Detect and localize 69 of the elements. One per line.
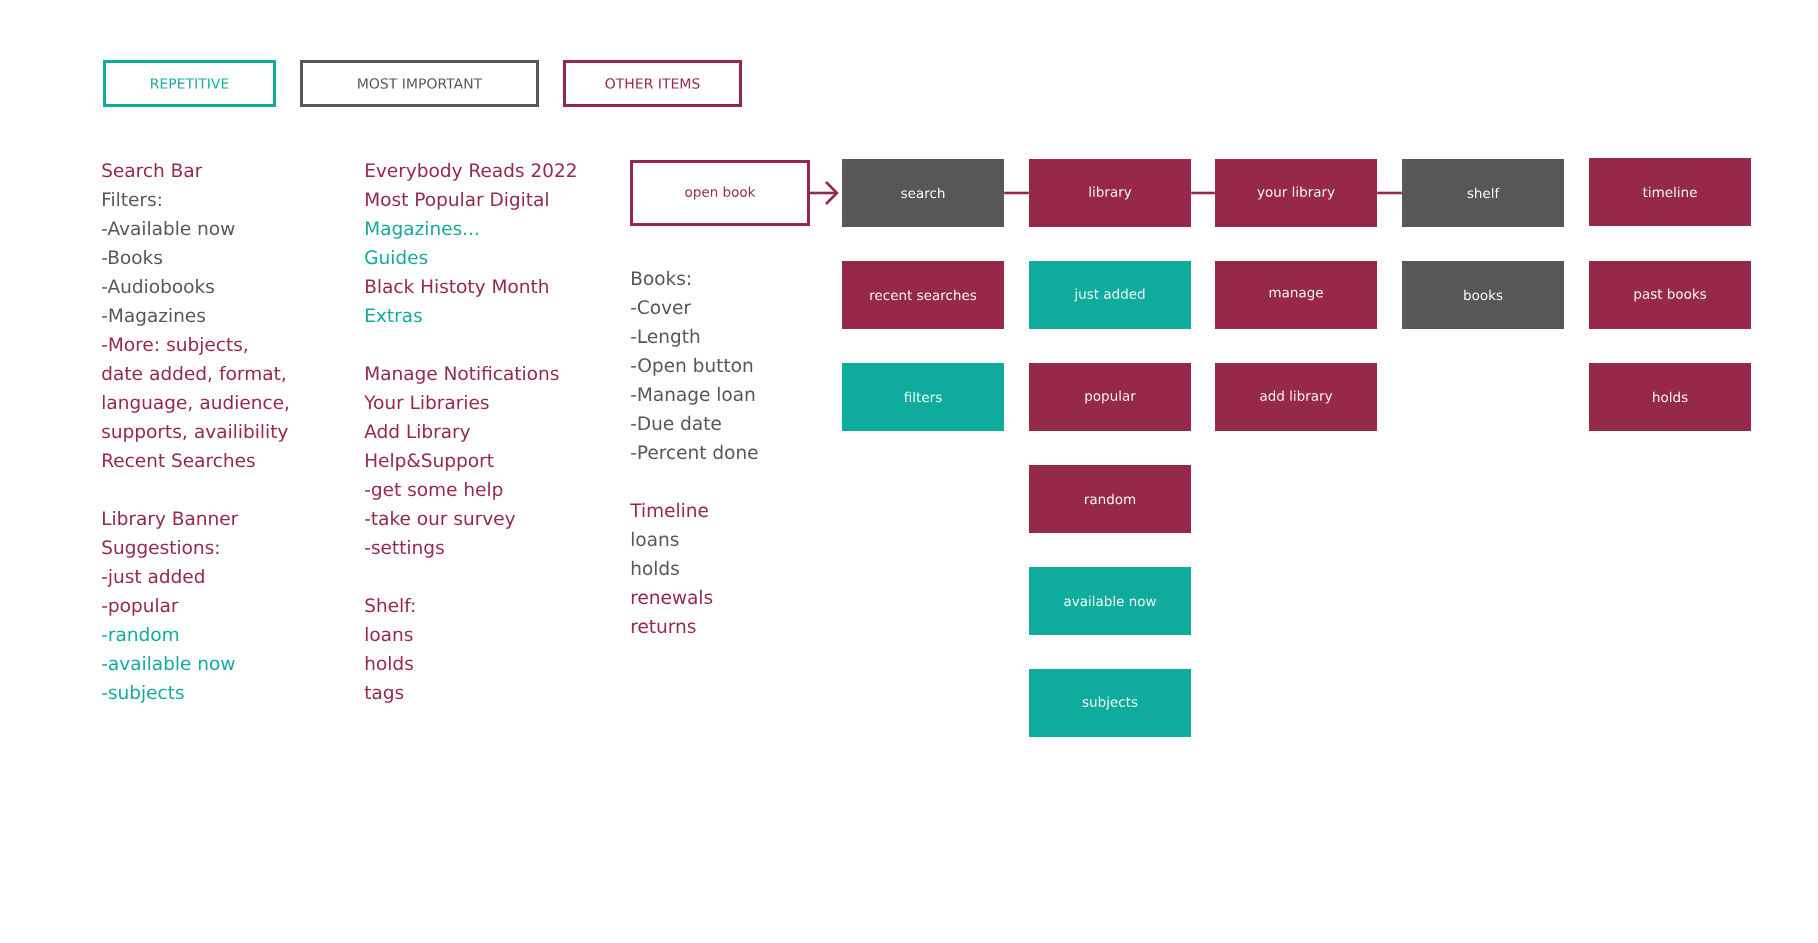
connector-line xyxy=(1004,191,1029,195)
menu-box: available now xyxy=(1029,567,1191,635)
legend-key: REPETITIVE xyxy=(103,60,276,107)
list-text: -popular xyxy=(102,597,179,616)
menu-box: subjects xyxy=(1029,669,1191,737)
legend-key: MOST IMPORTANT xyxy=(300,60,539,107)
list-text: Extras xyxy=(366,308,422,323)
list-text: Magazines... xyxy=(366,220,478,239)
list-text: -take our survey xyxy=(365,510,515,529)
list-text: -Available now xyxy=(102,220,235,236)
connector-line xyxy=(1191,191,1215,195)
menu-box: manage xyxy=(1215,261,1377,329)
list-text: -random xyxy=(102,626,179,642)
menu-box: library xyxy=(1029,159,1191,227)
list-text: -just added xyxy=(102,568,204,587)
list-text: -Audiobooks xyxy=(102,278,214,294)
list-text: Your Libraries xyxy=(364,394,489,410)
list-text: -Cover xyxy=(631,300,692,315)
list-text: holds xyxy=(365,655,413,671)
menu-box: popular xyxy=(1029,363,1191,431)
list-text: -Due date xyxy=(631,415,721,431)
legend-key: OTHER ITEMS xyxy=(563,60,742,107)
list-text: -subjects xyxy=(102,684,184,703)
list-text: Timeline xyxy=(630,502,708,518)
arrow xyxy=(810,181,839,205)
list-text: Filters: xyxy=(103,191,161,207)
menu-box: shelf xyxy=(1402,159,1564,227)
menu-box: filters xyxy=(842,363,1004,431)
menu-box: holds xyxy=(1589,363,1751,431)
list-text: loans xyxy=(365,626,413,642)
menu-box: recent searches xyxy=(842,261,1004,329)
list-text: -Percent done xyxy=(631,444,758,460)
menu-box: random xyxy=(1029,465,1191,533)
list-text: -get some help xyxy=(365,481,503,500)
list-text: returns xyxy=(631,619,696,634)
list-text: Black Histoty Month xyxy=(366,278,548,297)
list-text: Library Banner xyxy=(103,510,239,529)
list-text: Suggestions: xyxy=(102,539,219,558)
outlined-box: open book xyxy=(630,160,810,226)
list-text: -More: subjects, date added, format, language, audience, supports, availibility xyxy=(102,336,289,442)
list-text: Recent Searches xyxy=(103,452,255,468)
list-text: -available now xyxy=(102,655,235,671)
list-text: Shelf: xyxy=(365,597,415,613)
list-text: Everybody Reads 2022 xyxy=(366,162,576,181)
list-text: -Open button xyxy=(631,357,753,376)
list-text: loans xyxy=(631,531,679,547)
list-text: Books: xyxy=(632,270,690,286)
connector-line xyxy=(1377,191,1402,195)
list-text: Guides xyxy=(365,249,428,265)
menu-box: add library xyxy=(1215,363,1377,431)
menu-box: books xyxy=(1402,261,1564,329)
list-text: -Books xyxy=(102,249,162,265)
menu-box: search xyxy=(842,159,1004,227)
list-text: Help&Support xyxy=(366,452,494,471)
list-text: -Manage loan xyxy=(631,386,755,405)
list-text: holds xyxy=(631,560,679,576)
list-text: -Magazines xyxy=(102,307,205,326)
list-text: Add Library xyxy=(364,423,471,442)
menu-box: past books xyxy=(1589,261,1751,329)
list-text: renewals xyxy=(631,589,713,605)
list-text: Most Popular Digital xyxy=(366,191,548,210)
list-text: Search Bar xyxy=(102,162,203,178)
list-text: tags xyxy=(364,686,404,703)
menu-box: just added xyxy=(1029,261,1191,329)
menu-box: timeline xyxy=(1589,158,1751,226)
list-text: -settings xyxy=(365,539,444,558)
menu-box: your library xyxy=(1215,159,1377,227)
list-text: Manage Notifications xyxy=(366,365,559,384)
list-text: -Length xyxy=(631,328,700,347)
